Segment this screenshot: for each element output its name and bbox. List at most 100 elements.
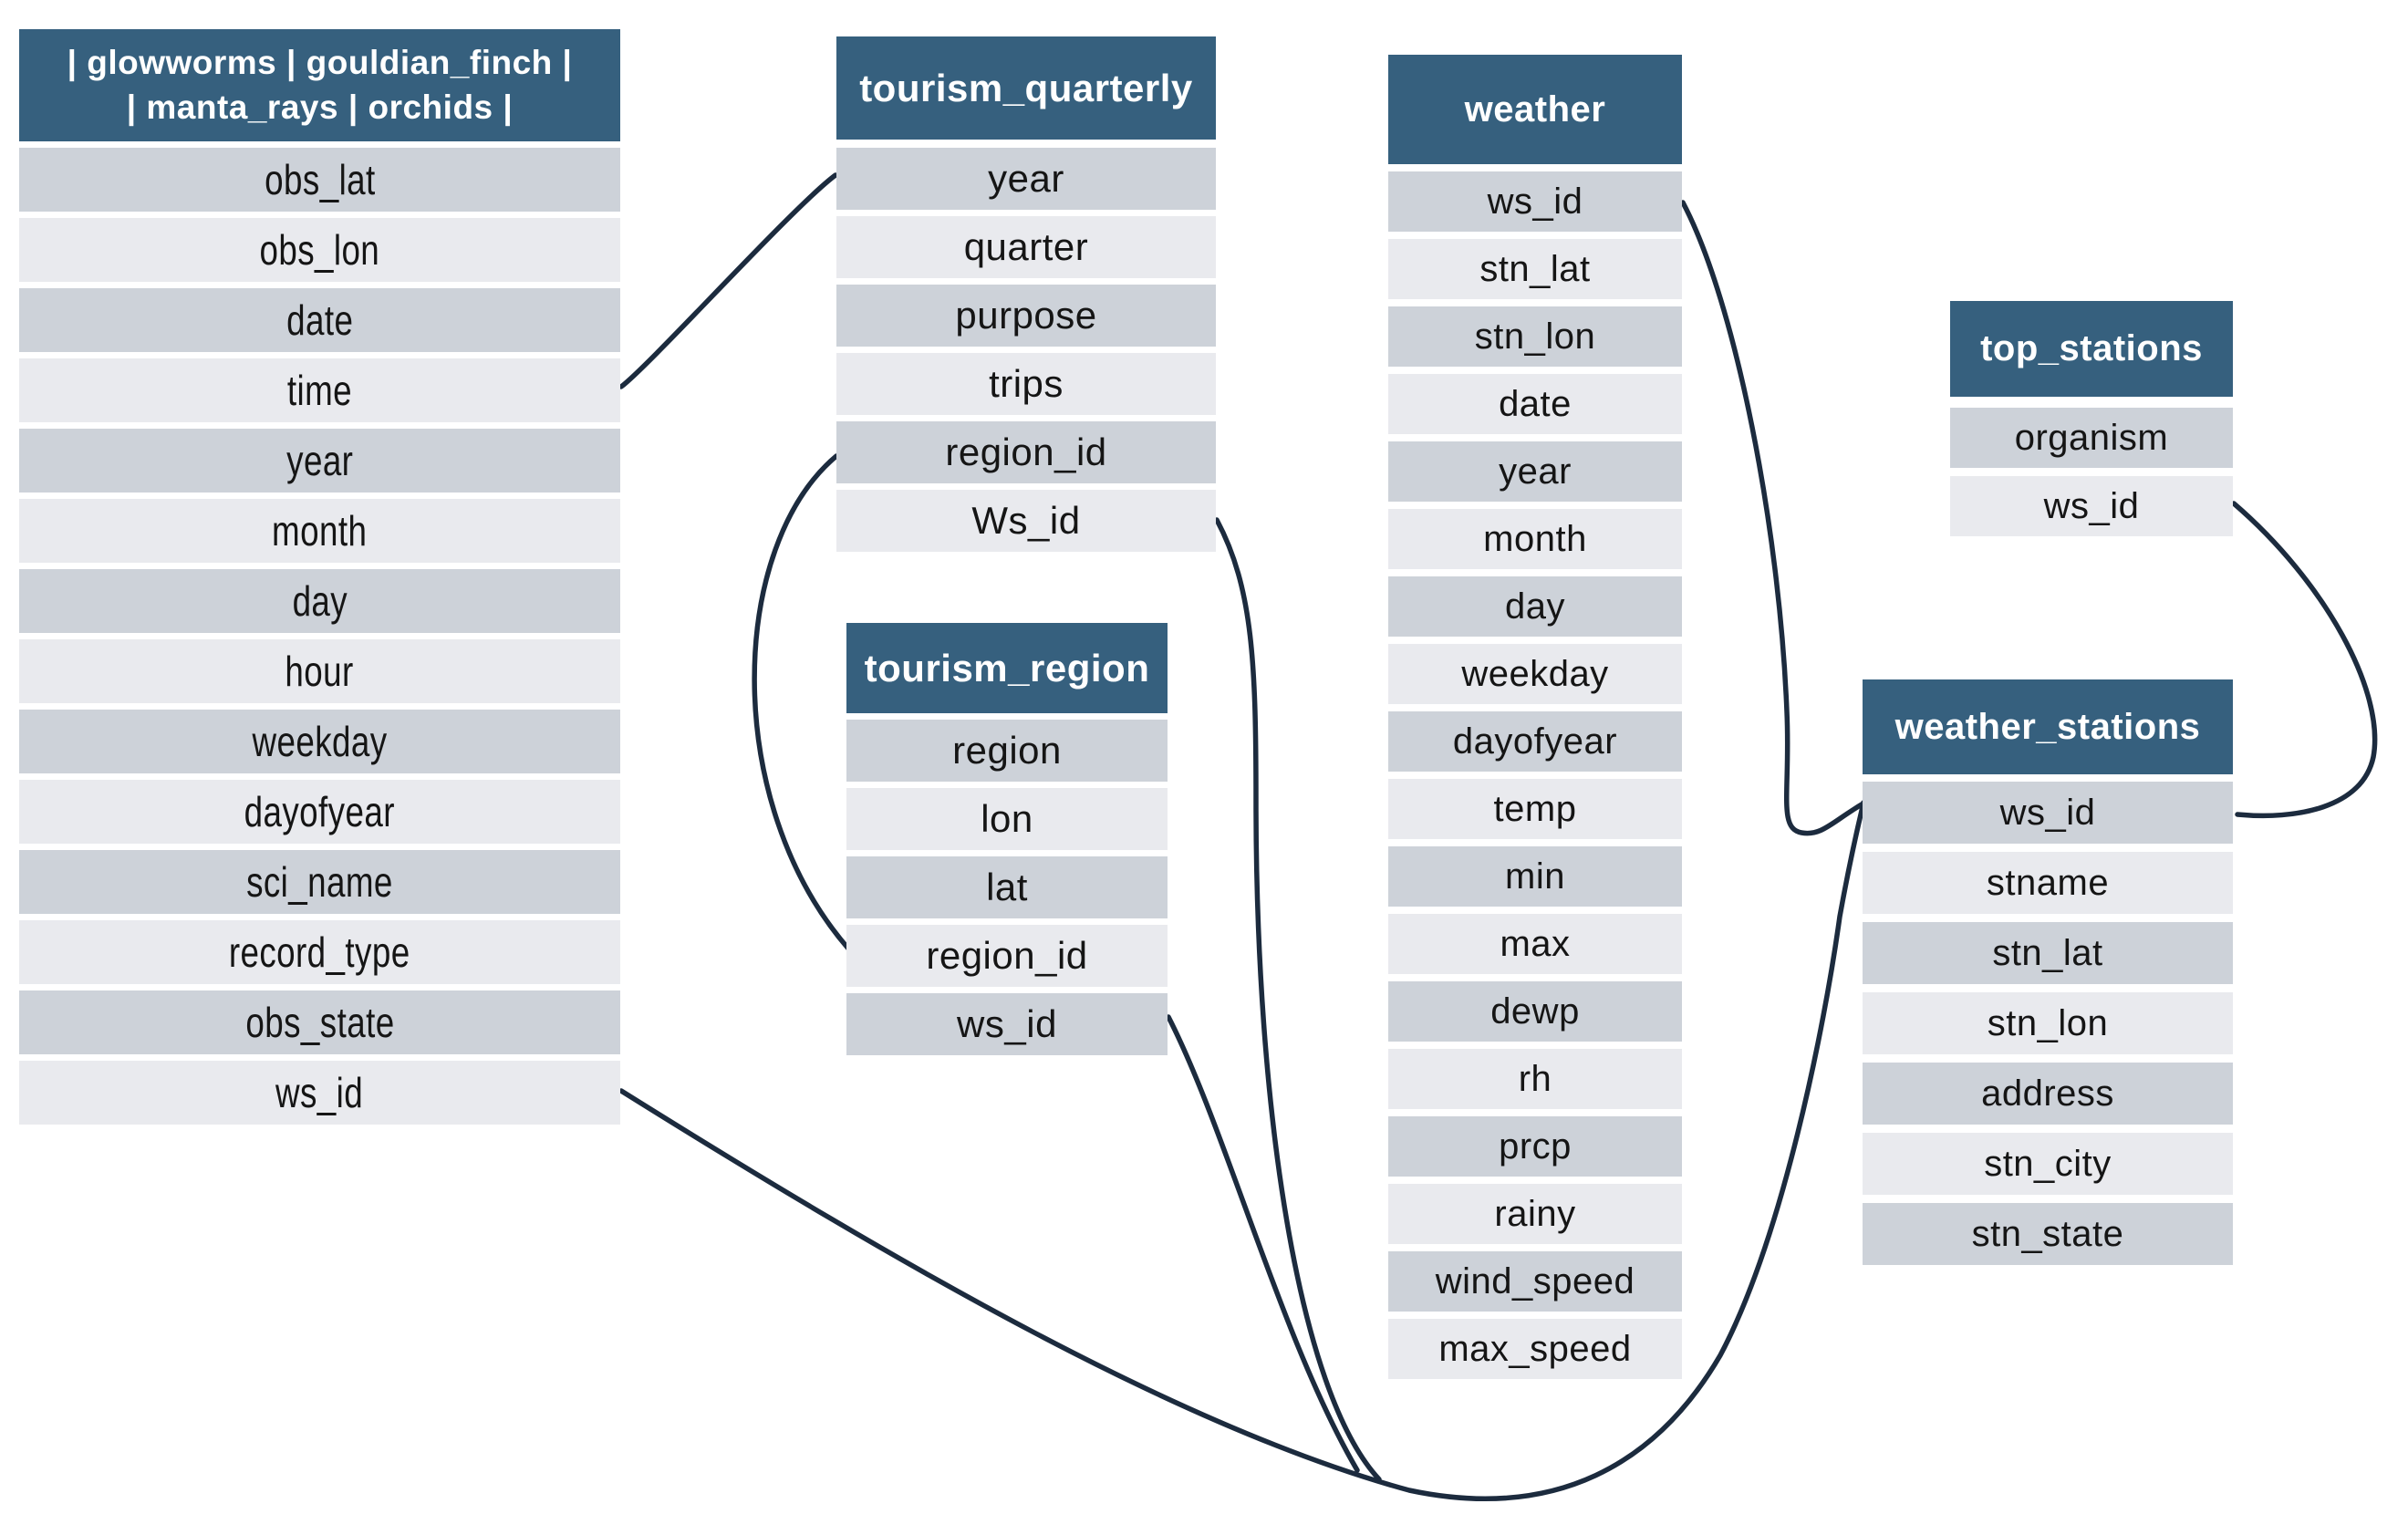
- column-label: stn_state: [1971, 1213, 2124, 1254]
- column-label: weekday: [252, 718, 388, 765]
- column-label: month: [272, 507, 368, 555]
- edge-weather-ws-id-to-weather-stations-ws-id: [1680, 200, 1864, 836]
- table-top-stations: top_stations organism ws_id: [1950, 301, 2233, 544]
- column-label: region_id: [926, 934, 1088, 977]
- column-row-day: day: [19, 569, 620, 633]
- table-title: weather_stations: [1894, 706, 2201, 747]
- column-label: weekday: [1461, 653, 1609, 694]
- column-row-dayofyear: dayofyear: [1388, 711, 1682, 772]
- column-row-year: year: [836, 148, 1216, 210]
- column-label: sci_name: [246, 858, 393, 906]
- column-row-record_type: record_type: [19, 920, 620, 984]
- table-title: tourism_region: [864, 646, 1150, 690]
- column-row-ws_id: ws_id: [19, 1061, 620, 1125]
- table-header-tourism-region: tourism_region: [846, 623, 1168, 713]
- column-label: year: [285, 437, 354, 484]
- column-list-top-stations: organism ws_id: [1950, 408, 2233, 536]
- column-label: stn_lon: [1987, 1002, 2109, 1043]
- column-row-rainy: rainy: [1388, 1184, 1682, 1244]
- column-row-stn_lon: stn_lon: [1388, 306, 1682, 367]
- column-label: quarter: [963, 225, 1089, 268]
- column-row-stn_lat: stn_lat: [1388, 239, 1682, 299]
- column-row-dewp: dewp: [1388, 981, 1682, 1042]
- column-label: Ws_id: [971, 499, 1081, 542]
- column-label: stname: [1986, 862, 2110, 903]
- edge-tourism-quarterly-ws-id-to-bundle: [1214, 517, 1382, 1482]
- column-row-stn_lat: stn_lat: [1863, 922, 2233, 984]
- column-row-year: year: [19, 429, 620, 493]
- column-row-day: day: [1388, 576, 1682, 637]
- column-label: region: [952, 729, 1062, 772]
- column-row-max: max: [1388, 914, 1682, 974]
- column-label: wind_speed: [1435, 1260, 1635, 1301]
- column-row-year: year: [1388, 441, 1682, 502]
- column-row-wind_speed: wind_speed: [1388, 1251, 1682, 1312]
- column-label: ws_id: [2043, 485, 2140, 526]
- column-label: organism: [2014, 417, 2169, 458]
- column-label: stn_city: [1984, 1143, 2112, 1184]
- column-row-min: min: [1388, 846, 1682, 907]
- edge-observations-ws-id-to-weather-stations-ws-id: [618, 800, 1866, 1501]
- column-row-stn_lon: stn_lon: [1863, 992, 2233, 1054]
- table-header-weather-stations: weather_stations: [1863, 679, 2233, 774]
- column-row-hour: hour: [19, 639, 620, 703]
- column-label: rh: [1518, 1058, 1552, 1099]
- column-label: dayofyear: [244, 788, 396, 835]
- column-label: obs_lat: [264, 156, 376, 203]
- column-label: trips: [989, 362, 1064, 405]
- column-row-month: month: [19, 499, 620, 563]
- column-row-weekday: weekday: [1388, 644, 1682, 704]
- column-label: purpose: [955, 294, 1097, 337]
- table-tourism-region: tourism_region region lon lat region_id ws_i…: [846, 623, 1168, 1062]
- column-row-weekday: weekday: [19, 710, 620, 773]
- column-label: lon: [981, 797, 1033, 840]
- table-header-tourism-quarterly: tourism_quarterly: [836, 36, 1216, 140]
- table-header-weather: weather: [1388, 55, 1682, 164]
- column-label: date: [1499, 383, 1572, 424]
- column-row-obs_state: obs_state: [19, 990, 620, 1054]
- edge-observations-time-to-tourism-quarterly-year: [618, 172, 838, 389]
- column-label: address: [1981, 1073, 2114, 1114]
- column-label: record_type: [229, 928, 410, 976]
- column-row-region_id: region_id: [846, 925, 1168, 987]
- column-row-prcp: prcp: [1388, 1116, 1682, 1177]
- column-row-date: date: [19, 288, 620, 352]
- column-row-stn_state: stn_state: [1863, 1203, 2233, 1265]
- table-header-observations: | glowworms | gouldian_finch | | manta_r…: [19, 29, 620, 141]
- column-row-max_speed: max_speed: [1388, 1319, 1682, 1379]
- column-row-ws_id: ws_id: [1950, 476, 2233, 536]
- column-row-month: month: [1388, 509, 1682, 569]
- column-row-lat: lat: [846, 856, 1168, 918]
- column-row-purpose: purpose: [836, 285, 1216, 347]
- table-title-line1: | glowworms | gouldian_finch |: [67, 43, 573, 81]
- column-label: ws_id: [957, 1002, 1057, 1045]
- column-label: year: [1499, 451, 1572, 492]
- column-row-address: address: [1863, 1063, 2233, 1125]
- column-row-rh: rh: [1388, 1049, 1682, 1109]
- column-row-obs_lat: obs_lat: [19, 148, 620, 212]
- column-row-ws_id: ws_id: [1863, 782, 2233, 844]
- column-label: day: [292, 577, 348, 625]
- table-title: weather: [1464, 88, 1606, 130]
- column-label: max: [1500, 923, 1571, 964]
- column-row-date: date: [1388, 374, 1682, 434]
- column-label: stn_lat: [1479, 248, 1591, 289]
- column-row-sci_name: sci_name: [19, 850, 620, 914]
- column-label: day: [1505, 586, 1565, 627]
- column-label: dewp: [1490, 990, 1580, 1032]
- table-header-top-stations: top_stations: [1950, 301, 2233, 397]
- table-title: top_stations: [1980, 328, 2203, 369]
- column-row-ws_id: ws_id: [1388, 171, 1682, 232]
- column-label: date: [285, 296, 354, 344]
- edge-tourism-quarterly-region-id-to-tourism-region-region-id: [752, 453, 851, 951]
- table-observations: | glowworms | gouldian_finch | | manta_r…: [19, 29, 620, 1131]
- column-row-obs_lon: obs_lon: [19, 218, 620, 282]
- column-label: ws_id: [275, 1069, 364, 1116]
- column-row-region_id: region_id: [836, 421, 1216, 483]
